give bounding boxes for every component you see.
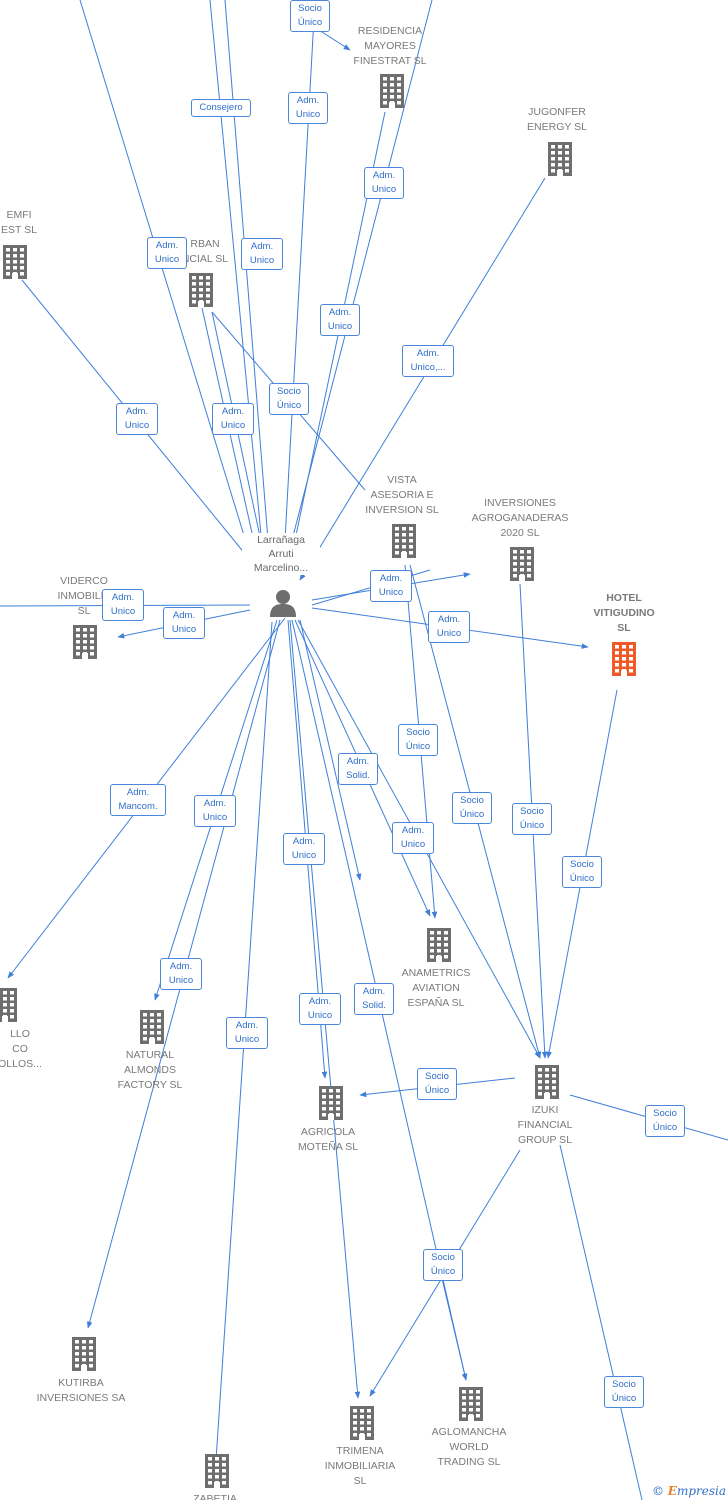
building-icon-highlight [609,642,639,681]
company-trimena-label[interactable]: TRIMENA INMOBILIARIA SL [324,1445,396,1487]
connection-line [284,0,316,541]
edge-label-adm-unico[interactable]: Adm. Unico [283,833,325,865]
building-icon [69,1337,99,1376]
company-jugonfer-label[interactable]: JUGONFER ENERGY SL [527,106,587,133]
edge-label-adm-unico[interactable]: Adm. Unico [288,92,328,124]
building-icon [424,928,454,967]
company-anametrics-label[interactable]: ANAMETRICS AVIATION ESPAÑA SL [401,967,471,1009]
person-icon[interactable] [268,588,298,618]
edge-label-adm-unico[interactable]: Adm. Unico [147,237,187,269]
edge-label-consejero[interactable]: Consejero [191,99,251,117]
connection-line [211,311,267,561]
building-icon [70,625,100,664]
person-name[interactable]: Larrañaga Arruti Marcelino... [242,533,320,575]
edge-label-socio-unico[interactable]: Socio Único [423,1249,463,1281]
empresia-logo: © Empresia [651,1484,726,1498]
edge-label-adm-unico[interactable]: Adm. Unico [241,238,283,270]
building-icon [186,273,216,312]
edge-label-socio-unico[interactable]: Socio Único [398,724,438,756]
connection-line [559,1144,643,1500]
connection-line [209,0,263,546]
building-icon [456,1387,486,1426]
edge-label-adm-unico[interactable]: Adm. Unico [226,1017,268,1049]
building-icon [389,524,419,563]
edge-label-adm-unico[interactable]: Adm. Unico [194,795,236,827]
edge-label-adm-unico[interactable]: Adm. Unico [163,607,205,639]
edge-label-socio-unico[interactable]: Socio Único [269,383,309,415]
company-vista-label[interactable]: VISTA ASESORIA E INVERSION SL [365,474,439,516]
edge-label-adm-unico-etc[interactable]: Adm. Unico,... [402,345,454,377]
edge-label-adm-mancom[interactable]: Adm. Mancom. [110,784,166,816]
edge-label-socio-unico[interactable]: Socio Único [604,1376,644,1408]
edge-label-adm-unico[interactable]: Adm. Unico [160,958,202,990]
company-castillo-label[interactable]: LLO CO OLLOS... [0,1028,42,1070]
connection-line [299,177,546,581]
edge-label-adm-solid[interactable]: Adm. Solid. [338,753,378,785]
edge-label-adm-unico[interactable]: Adm. Unico [370,570,412,602]
company-urban-label[interactable]: RBAN NCIAL SL [181,238,229,265]
company-aglomancha-label[interactable]: AGLOMANCHA WORLD TRADING SL [431,1426,507,1468]
edge-label-adm-unico[interactable]: Adm. Unico [428,611,470,643]
building-icon [507,547,537,586]
edge-label-adm-unico[interactable]: Adm. Unico [102,589,144,621]
company-viderco-label[interactable]: VIDERCO INMOBILIA SL [57,575,111,617]
edge-label-socio-unico[interactable]: Socio Único [512,803,552,835]
connection-line [224,0,269,541]
building-icon [347,1406,377,1445]
edge-label-adm-solid[interactable]: Adm. Solid. [354,983,394,1015]
company-natural-almonds-label[interactable]: NATURAL ALMONDS FACTORY SL [117,1049,183,1091]
building-icon [202,1454,232,1493]
building-icon [0,988,20,1027]
edge-label-adm-unico[interactable]: Adm. Unico [212,403,254,435]
edge-label-socio-unico[interactable]: Socio Único [562,856,602,888]
edge-label-socio-unico[interactable]: Socio Único [452,792,492,824]
building-icon [137,1010,167,1049]
company-hotel-vitigudino-label[interactable]: HOTEL VITIGUDINO SL [593,592,655,634]
building-icon [0,245,30,284]
building-icon [316,1086,346,1125]
edge-label-adm-unico[interactable]: Adm. Unico [364,167,404,199]
company-zabetia-label[interactable]: ZABETIA [193,1493,237,1500]
connection-line [299,619,362,881]
connection-line [321,31,351,51]
connection-line [439,1269,468,1381]
edge-label-adm-unico[interactable]: Adm. Unico [392,822,434,854]
building-icon [545,142,575,181]
edge-label-socio-unico[interactable]: Socio Único [290,0,330,32]
edge-label-adm-unico[interactable]: Adm. Unico [299,993,341,1025]
edge-label-socio-unico[interactable]: Socio Único [645,1105,685,1137]
company-emfi-label[interactable]: EMFI EST SL [1,209,37,236]
edge-label-adm-unico[interactable]: Adm. Unico [320,304,360,336]
company-agricola-label[interactable]: AGRICOLA MOTEÑA SL [297,1126,359,1153]
edge-label-socio-unico[interactable]: Socio Único [417,1068,457,1100]
company-agroganaderas-label[interactable]: INVERSIONES AGROGANADERAS 2020 SL [471,497,569,539]
building-icon [377,74,407,113]
company-izuki-label[interactable]: IZUKI FINANCIAL GROUP SL [517,1104,573,1146]
building-icon [532,1065,562,1104]
company-residencia-label[interactable]: RESIDENCIA MAYORES FINESTRAT SL [353,25,427,67]
connection-line [291,0,433,541]
company-kutirba-label[interactable]: KUTIRBA INVERSIONES SA [36,1377,126,1404]
edge-label-adm-unico[interactable]: Adm. Unico [116,403,158,435]
connection-line [79,0,251,556]
